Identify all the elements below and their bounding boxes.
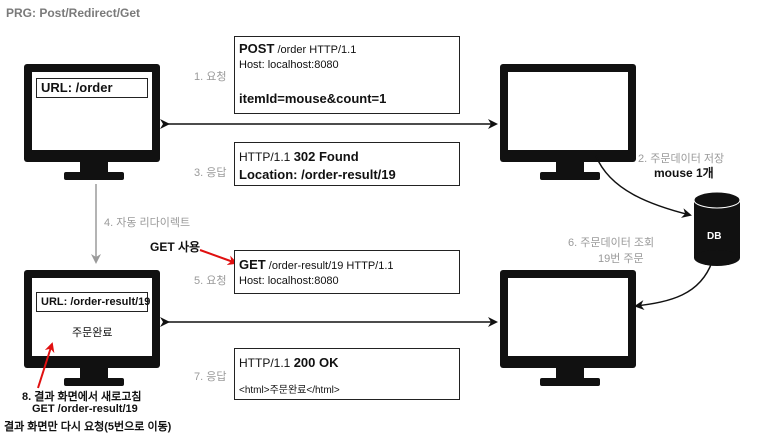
server-monitor-bottom bbox=[500, 270, 636, 386]
request-1-body: itemId=mouse&count=1 bbox=[239, 91, 387, 106]
step-2-label: 2. 주문데이터 저장 bbox=[638, 153, 725, 165]
step-3-label: 3. 응답 bbox=[194, 167, 227, 179]
request-1-line: POST /order HTTP/1.1 bbox=[239, 41, 357, 56]
request-2-box: GET /order-result/19 HTTP/1.1 Host: loca… bbox=[234, 250, 460, 294]
database-cylinder bbox=[693, 191, 741, 266]
response-2-status-line: HTTP/1.1 200 OK bbox=[239, 355, 339, 370]
step-5-label: 5. 요청 bbox=[194, 275, 227, 287]
read-arrow bbox=[634, 261, 713, 311]
step-2-sublabel: mouse 1개 bbox=[654, 166, 714, 180]
request-2-host: Host: localhost:8080 bbox=[239, 275, 339, 287]
refresh-note-line-1: 8. 결과 화면에서 새로고침 bbox=[22, 391, 142, 403]
refresh-note-line-3: 결과 화면만 다시 요청(5번으로 이동) bbox=[4, 421, 172, 433]
step-7-label: 7. 응답 bbox=[194, 371, 227, 383]
step-4-label: 4. 자동 리다이렉트 bbox=[104, 217, 191, 229]
response-1-status-line: HTTP/1.1 302 Found bbox=[239, 149, 359, 164]
refresh-arrow bbox=[37, 342, 55, 389]
request-1-host: Host: localhost:8080 bbox=[239, 59, 339, 71]
request-1-box: POST /order HTTP/1.1 Host: localhost:808… bbox=[234, 36, 460, 114]
diagram-title: PRG: Post/Redirect/Get bbox=[6, 6, 141, 20]
response-1-box: HTTP/1.1 302 Found Location: /order-resu… bbox=[234, 142, 460, 186]
response-2-body: <html>주문완료</html> bbox=[239, 385, 340, 396]
url-bar-top-text: URL: /order bbox=[41, 80, 113, 95]
page-complete-text: 주문완료 bbox=[72, 327, 113, 339]
url-bar-bottom-text: URL: /order-result/19 bbox=[41, 296, 151, 308]
db-label: DB bbox=[707, 231, 722, 242]
server-monitor-top bbox=[500, 64, 636, 180]
response-1-location: Location: /order-result/19 bbox=[239, 167, 396, 182]
refresh-note-line-2: GET /order-result/19 bbox=[32, 403, 138, 415]
step-6-sublabel: 19번 주문 bbox=[598, 253, 644, 265]
response-2-box: HTTP/1.1 200 OK <html>주문완료</html> bbox=[234, 348, 460, 400]
step-1-label: 1. 요청 bbox=[194, 71, 227, 83]
get-use-note: GET 사용 bbox=[150, 240, 201, 254]
step-6-label: 6. 주문데이터 조회 bbox=[568, 237, 655, 249]
request-2-line: GET /order-result/19 HTTP/1.1 bbox=[239, 257, 394, 272]
store-arrow bbox=[595, 155, 692, 218]
url-bar-bottom: URL: /order-result/19 bbox=[36, 292, 151, 312]
url-bar-top: URL: /order bbox=[36, 78, 148, 98]
get-use-arrow bbox=[199, 249, 238, 265]
